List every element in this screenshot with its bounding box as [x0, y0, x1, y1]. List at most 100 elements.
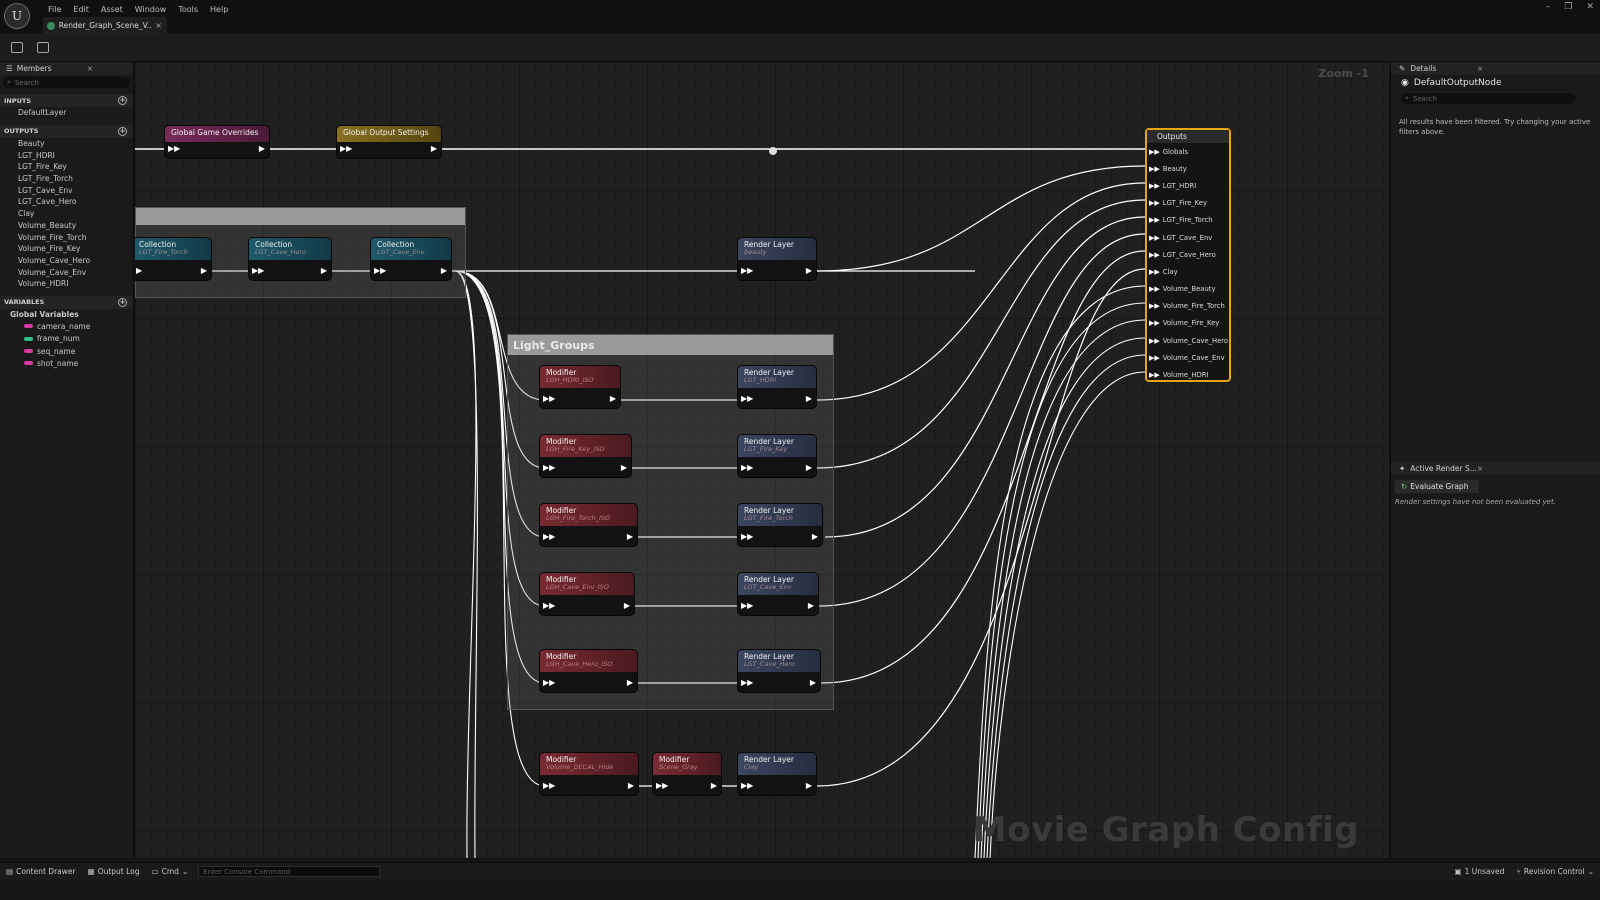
output-pin[interactable]: ▶▶Volume_Fire_Torch — [1147, 298, 1229, 315]
exec-pin-icon[interactable]: ▶▶ — [1149, 199, 1160, 208]
output-pin[interactable]: ▶▶LGT_Cave_Hero — [1147, 246, 1229, 263]
exec-pin-icon[interactable]: ▶▶ — [1149, 250, 1160, 259]
output-exec-pin[interactable]: ▶ — [258, 144, 265, 153]
light-groups-header[interactable]: Light_Groups — [508, 335, 833, 355]
input-exec-pin[interactable]: ▶▶ — [656, 781, 669, 790]
console-input[interactable]: Enter Console Command — [198, 866, 381, 877]
output-pin[interactable]: ▶▶LGT_HDRI — [1147, 177, 1229, 194]
variable-item[interactable]: seq_name — [0, 345, 133, 357]
global-variables-group[interactable]: Global Variables — [0, 309, 133, 321]
global-output-settings-node[interactable]: Global Output Settings ▶▶ ▶ — [337, 126, 441, 158]
output-item[interactable]: Beauty — [0, 138, 133, 150]
output-log-button[interactable]: ▦ Output Log — [82, 867, 146, 876]
output-pin[interactable]: ▶▶Volume_Beauty — [1147, 281, 1229, 298]
document-tab[interactable]: Render_Graph_Scene_V... × — [43, 17, 167, 34]
members-search-input[interactable]: ⌕ Search — [3, 77, 130, 88]
input-exec-pin[interactable]: ▶▶ — [340, 144, 353, 153]
output-item[interactable]: Volume_HDRI — [0, 278, 133, 290]
output-exec-pin[interactable]: ▶ — [710, 781, 717, 790]
output-exec-pin[interactable]: ▶ — [626, 678, 633, 687]
variable-item[interactable]: camera_name — [0, 320, 133, 332]
output-pin[interactable]: ▶▶LGT_Cave_Env — [1147, 229, 1229, 246]
menu-window[interactable]: Window — [134, 5, 167, 14]
input-exec-pin[interactable]: ▶▶ — [741, 781, 754, 790]
exec-pin-icon[interactable]: ▶▶ — [1149, 233, 1160, 242]
output-item[interactable]: LGT_Fire_Key — [0, 161, 133, 173]
output-exec-pin[interactable]: ▶ — [609, 394, 616, 403]
output-exec-pin[interactable]: ▶ — [200, 266, 207, 275]
output-item[interactable]: LGT_Cave_Hero — [0, 196, 133, 208]
output-exec-pin[interactable]: ▶ — [623, 601, 630, 610]
output-item[interactable]: Volume_Cave_Env — [0, 266, 133, 278]
input-exec-pin[interactable]: ▶▶ — [741, 678, 754, 687]
input-exec-pin[interactable]: ▶▶ — [543, 394, 556, 403]
menu-file[interactable]: File — [48, 5, 62, 14]
input-exec-pin[interactable]: ▶▶ — [374, 266, 387, 275]
revision-control-button[interactable]: ⑂ Revision Control ⌄ — [1510, 867, 1600, 876]
evaluate-graph-button[interactable]: ↻ Evaluate Graph — [1395, 480, 1479, 493]
input-exec-pin[interactable]: ▶▶ — [168, 144, 181, 153]
variables-section[interactable]: VARIABLES + — [0, 295, 133, 309]
output-exec-pin[interactable]: ▶ — [626, 532, 633, 541]
outputs-node[interactable]: Outputs ▶▶Globals▶▶Beauty▶▶LGT_HDRI▶▶LGT… — [1145, 128, 1231, 382]
input-exec-pin[interactable]: ▶▶ — [543, 532, 556, 541]
output-item[interactable]: Volume_Cave_Hero — [0, 255, 133, 267]
details-close-icon[interactable]: × — [1477, 64, 1484, 73]
input-exec-pin[interactable]: ▶▶ — [543, 678, 556, 687]
output-pin[interactable]: ▶▶Volume_Cave_Hero — [1147, 332, 1229, 349]
inputs-section[interactable]: INPUTS + — [0, 94, 133, 107]
exec-pin-icon[interactable]: ▶▶ — [1149, 371, 1160, 380]
unsaved-button[interactable]: ▣ 1 Unsaved — [1449, 867, 1511, 876]
exec-pin-icon[interactable]: ▶▶ — [1149, 164, 1160, 173]
members-close-icon[interactable]: × — [86, 64, 93, 73]
add-variable-icon[interactable]: + — [118, 297, 127, 307]
exec-pin-icon[interactable]: ▶▶ — [1149, 181, 1160, 190]
cmd-dropdown[interactable]: ▭ Cmd ⌄ — [146, 867, 195, 876]
input-exec-pin[interactable]: ▶▶ — [741, 266, 754, 275]
output-exec-pin[interactable]: ▶ — [805, 394, 812, 403]
output-exec-pin[interactable]: ▶ — [809, 678, 816, 687]
variable-item[interactable]: shot_name — [0, 357, 133, 369]
output-exec-pin[interactable]: ▶ — [805, 463, 812, 472]
exec-pin-icon[interactable]: ▶▶ — [1149, 267, 1160, 276]
active-render-close-icon[interactable]: × — [1477, 464, 1484, 473]
exec-pin-icon[interactable]: ▶▶ — [1149, 319, 1160, 328]
input-item[interactable]: DefaultLayer — [0, 107, 133, 119]
input-exec-pin[interactable]: ▶▶ — [543, 463, 556, 472]
collections-comment-header[interactable] — [136, 208, 465, 225]
menu-edit[interactable]: Edit — [73, 5, 89, 14]
input-exec-pin[interactable]: ▶ — [136, 266, 143, 275]
output-item[interactable]: Volume_Fire_Torch — [0, 231, 133, 243]
output-item[interactable]: Volume_Fire_Key — [0, 243, 133, 255]
output-pin[interactable]: ▶▶Clay — [1147, 263, 1229, 280]
output-pin[interactable]: ▶▶Volume_HDRI — [1147, 366, 1229, 383]
output-exec-pin[interactable]: ▶ — [811, 532, 818, 541]
output-item[interactable]: Clay — [0, 208, 133, 220]
tab-close-icon[interactable]: × — [155, 21, 162, 30]
restore-icon[interactable]: ❐ — [1564, 2, 1573, 12]
exec-pin-icon[interactable]: ▶▶ — [1149, 216, 1160, 225]
outputs-section[interactable]: OUTPUTS + — [0, 124, 133, 138]
variable-item[interactable]: frame_num — [0, 333, 133, 345]
output-exec-pin[interactable]: ▶ — [320, 266, 327, 275]
details-search-input[interactable]: ⌕ Search — [1401, 93, 1576, 104]
output-exec-pin[interactable]: ▶ — [807, 601, 814, 610]
output-pin[interactable]: ▶▶Globals — [1147, 143, 1229, 160]
global-game-overrides-node[interactable]: Global Game Overrides ▶▶ ▶ — [165, 126, 269, 158]
input-exec-pin[interactable]: ▶▶ — [252, 266, 265, 275]
output-exec-pin[interactable]: ▶ — [627, 781, 634, 790]
